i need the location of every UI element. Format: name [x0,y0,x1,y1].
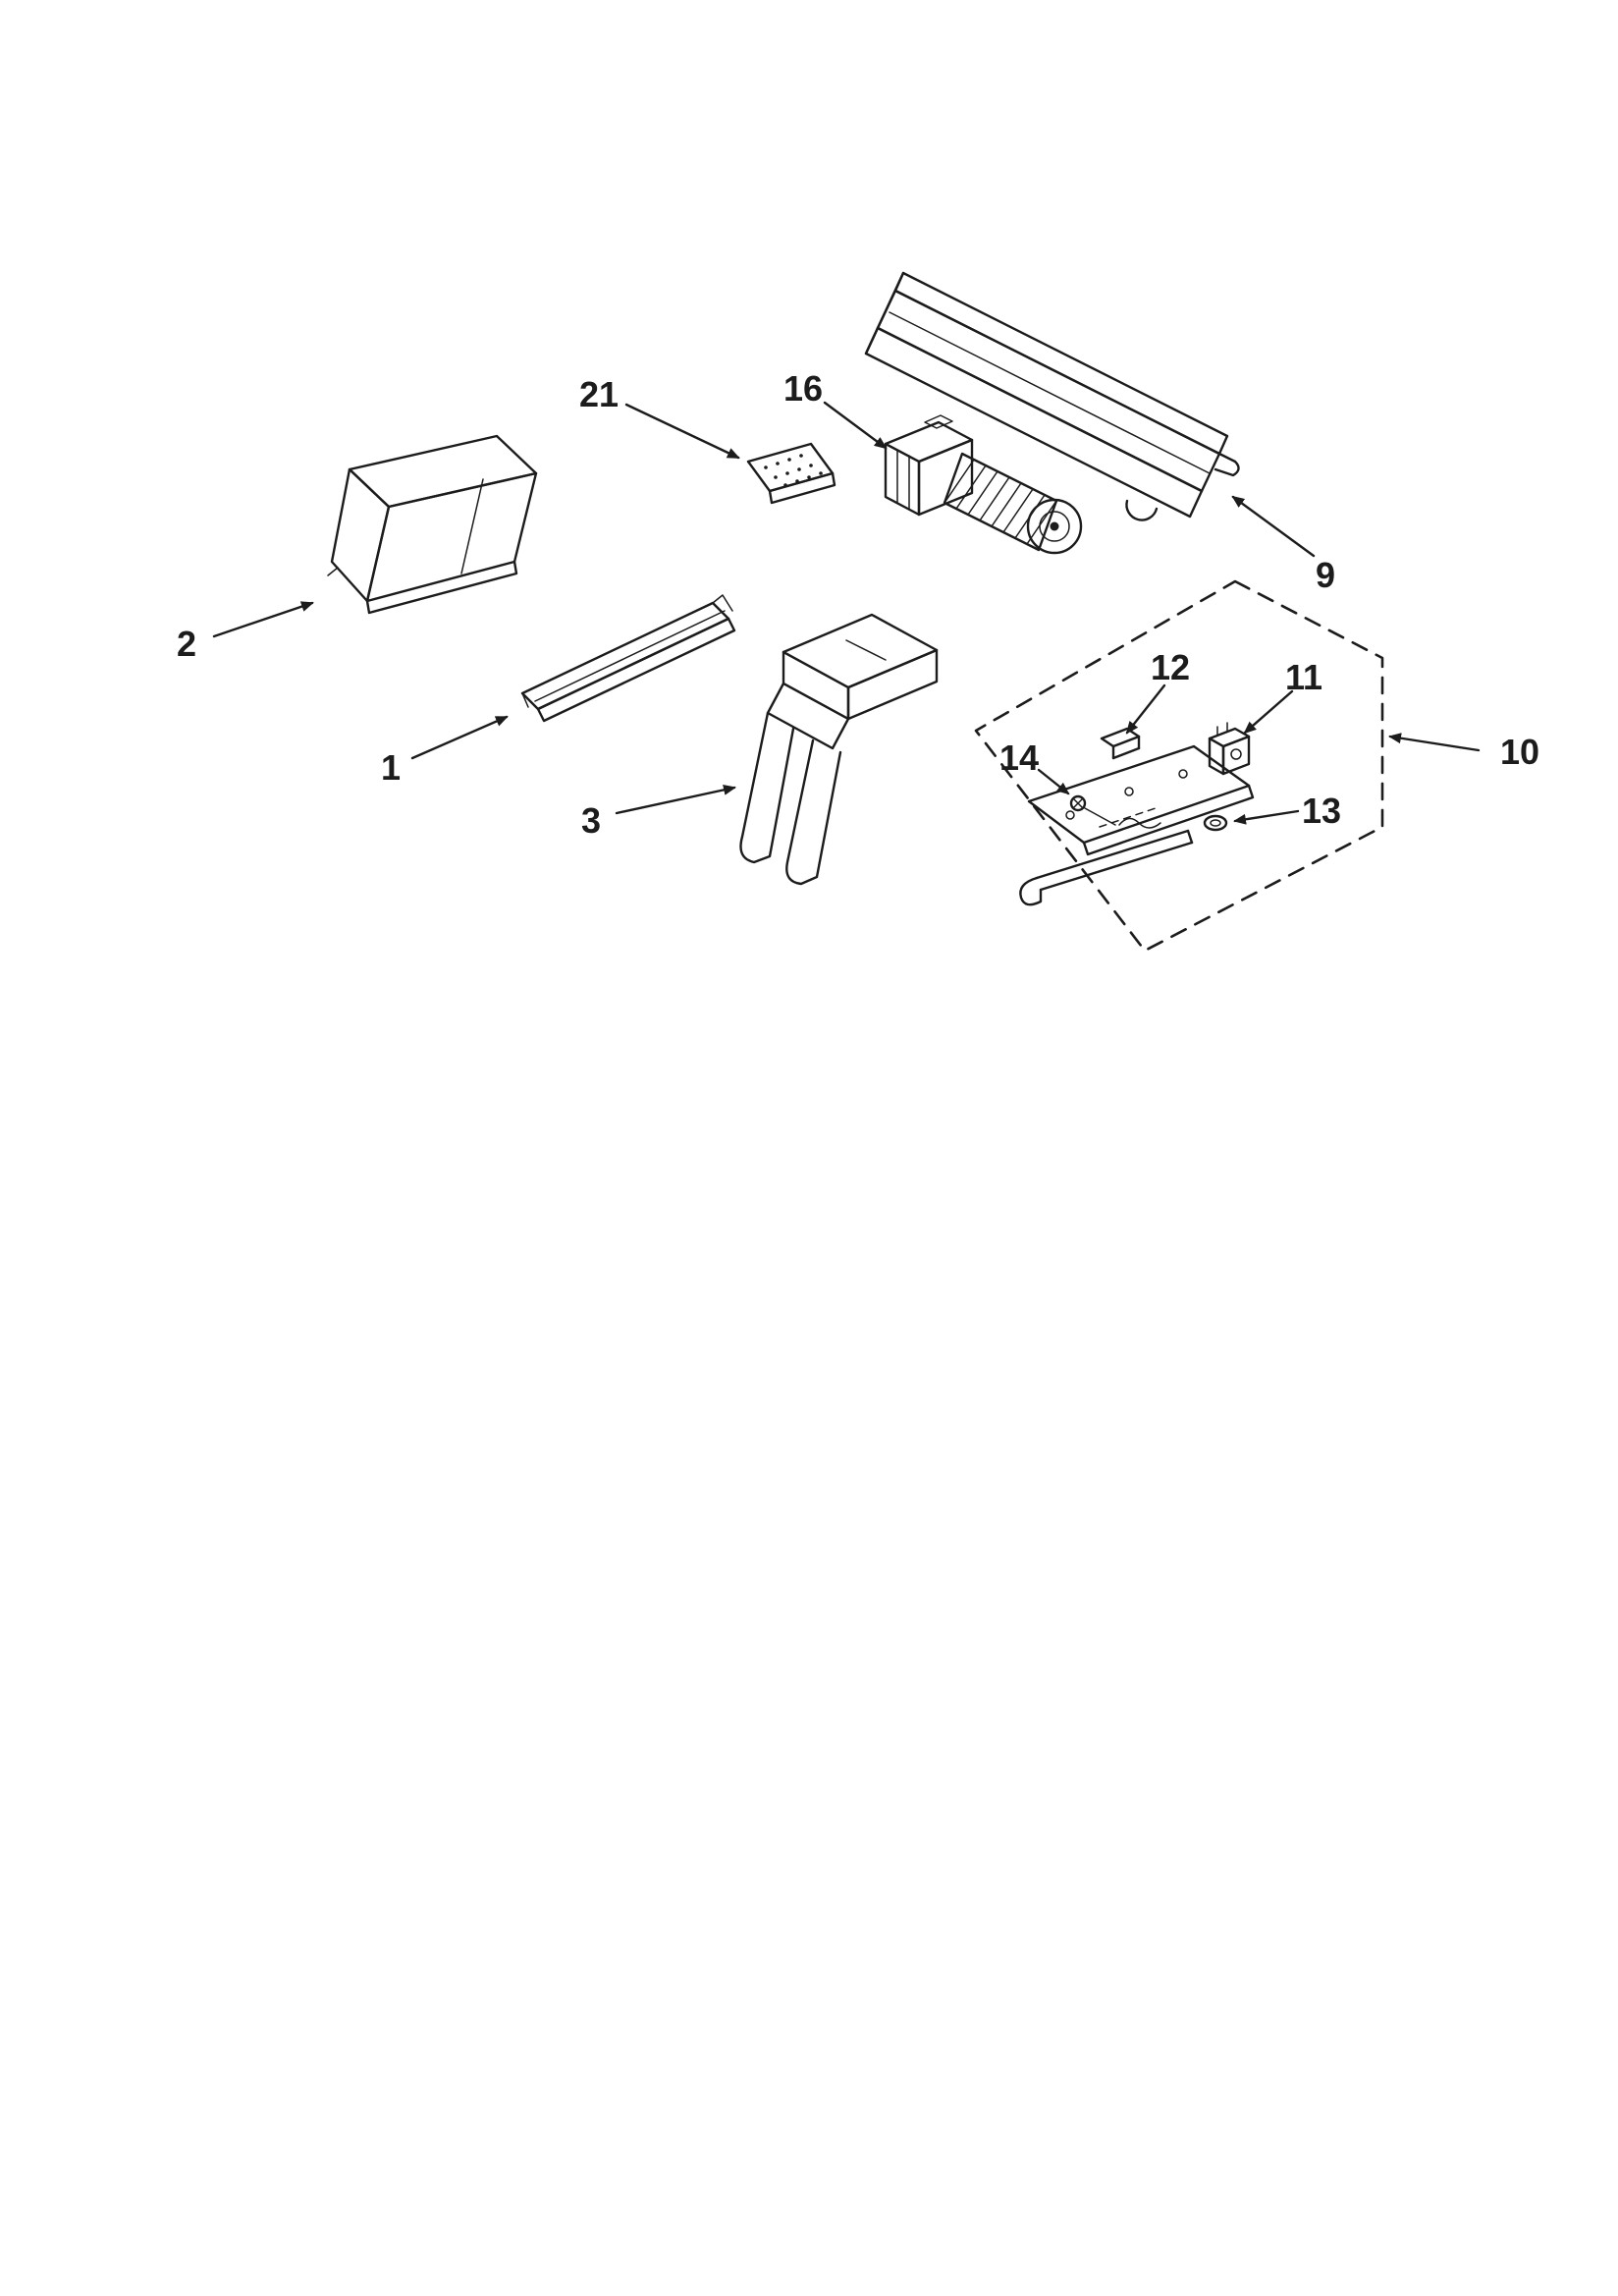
callout-label-1: 1 [381,747,401,788]
callout-label-12: 12 [1151,647,1190,687]
latch-hook-bracket [1019,829,1194,906]
part-clip-bracket [1100,727,1141,760]
callout-label-14: 14 [999,738,1039,778]
callout-10: 10 [1388,732,1539,772]
part-air-duct-bracket [739,613,939,886]
part-blower-motor-assembly [884,414,1083,555]
part-screw [1069,794,1116,826]
callout-14: 14 [999,738,1070,795]
callout-label-9: 9 [1316,555,1335,595]
callout-label-2: 2 [177,624,196,664]
callout-label-3: 3 [581,800,601,841]
callout-label-11: 11 [1285,657,1322,697]
callout-1: 1 [381,715,509,788]
part-grommet [1203,814,1228,832]
callout-label-13: 13 [1302,791,1341,831]
part-top-cover [327,434,538,615]
callout-13: 13 [1233,791,1341,831]
part-support-rail [520,594,736,723]
callout-label-10: 10 [1500,732,1539,772]
part-switch [1208,722,1251,776]
callout-label-21: 21 [579,374,619,414]
callout-label-16: 16 [783,368,823,409]
callout-11: 11 [1243,657,1322,735]
callout-9: 9 [1231,495,1335,595]
part-latch-assembly-region [974,579,1384,953]
callout-16: 16 [783,368,888,450]
callout-3: 3 [581,784,736,841]
latch-mounting-plate [1027,744,1255,856]
part-spacer-block [746,442,836,505]
callouts: 2 1 3 21 16 9 [177,368,1539,841]
callout-21: 21 [579,374,740,460]
callout-12: 12 [1125,647,1190,735]
callout-2: 2 [177,601,314,664]
part-vent-grille [864,271,1240,521]
